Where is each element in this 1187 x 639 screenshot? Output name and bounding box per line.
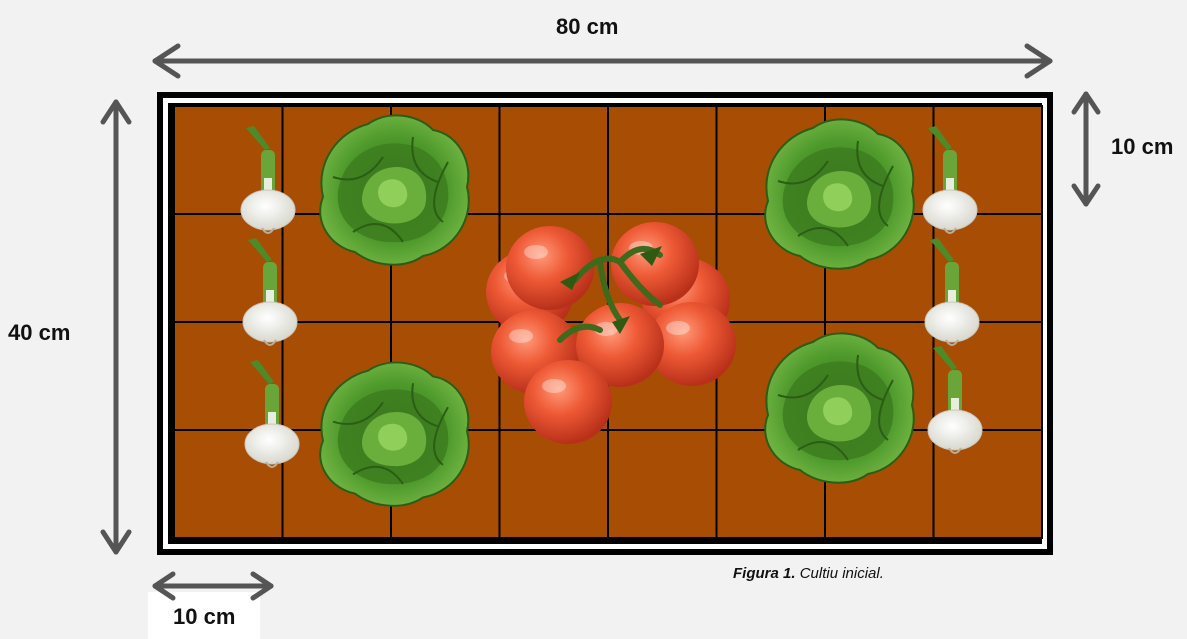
lettuce-icon <box>765 333 914 482</box>
soil-cell <box>500 106 609 214</box>
soil-cell <box>608 430 717 538</box>
height-arrow <box>103 102 129 552</box>
soil-cell <box>500 430 609 538</box>
height-label: 40 cm <box>8 320 70 346</box>
lettuce-icon <box>320 115 469 264</box>
lettuce-icon <box>320 363 469 506</box>
caption-prefix: Figura 1. <box>733 565 796 582</box>
width-arrow <box>155 46 1050 76</box>
soil-cell <box>608 106 717 214</box>
cell-height-label: 10 cm <box>1111 134 1173 160</box>
cell-width-arrow <box>155 574 271 598</box>
figure-caption: Figura 1. Cultiu inicial. <box>733 565 884 582</box>
width-label: 80 cm <box>556 14 618 40</box>
cell-width-label: 10 cm <box>173 604 235 630</box>
caption-text: Cultiu inicial. <box>800 565 884 582</box>
lettuce-icon <box>765 119 914 268</box>
cell-height-arrow <box>1074 94 1098 204</box>
